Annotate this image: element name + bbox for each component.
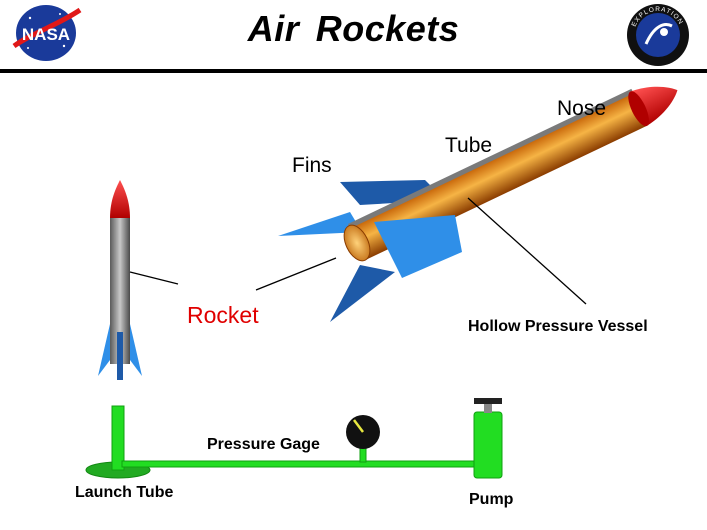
rocket-tube-edge (347, 88, 634, 229)
rocket-tube-end (343, 224, 371, 262)
label-pressure-gage: Pressure Gage (207, 436, 320, 453)
nasa-logo-text: NASA (22, 25, 70, 44)
nasa-logo: NASA (12, 5, 82, 61)
small-rocket-center-fin (117, 332, 123, 380)
small-rocket-nose (110, 180, 130, 218)
leader-pressure-vessel (467, 197, 587, 305)
rocket-nose-base (628, 91, 649, 127)
label-rocket: Rocket (187, 302, 259, 328)
launch-tube (111, 405, 125, 471)
launcher (85, 398, 503, 479)
page-title: Air Rockets (247, 8, 460, 49)
small-rocket (98, 180, 142, 380)
fin-left (278, 212, 362, 236)
leader-rocket-large (255, 257, 337, 291)
label-fins: Fins (292, 154, 332, 177)
large-rocket (278, 86, 678, 322)
title-rule (0, 69, 707, 73)
pump-body (473, 411, 503, 479)
air-hose (121, 460, 481, 468)
label-hollow-pressure-vessel: Hollow Pressure Vessel (468, 318, 648, 335)
pressure-gage-needle (353, 419, 364, 433)
leader-rocket-small (129, 271, 179, 285)
fin-bottom (330, 265, 395, 322)
exploration-logo: EXPLORATION (627, 4, 689, 66)
label-tube: Tube (445, 134, 493, 157)
small-rocket-right-fin (130, 324, 142, 376)
pump-handle (474, 398, 502, 404)
pump-rod (484, 403, 492, 413)
label-launch-tube: Launch Tube (75, 484, 174, 501)
fin-front (374, 215, 462, 278)
label-pump: Pump (469, 491, 514, 508)
small-rocket-body (110, 218, 130, 364)
label-nose: Nose (557, 97, 607, 120)
small-rocket-left-fin (98, 324, 110, 376)
